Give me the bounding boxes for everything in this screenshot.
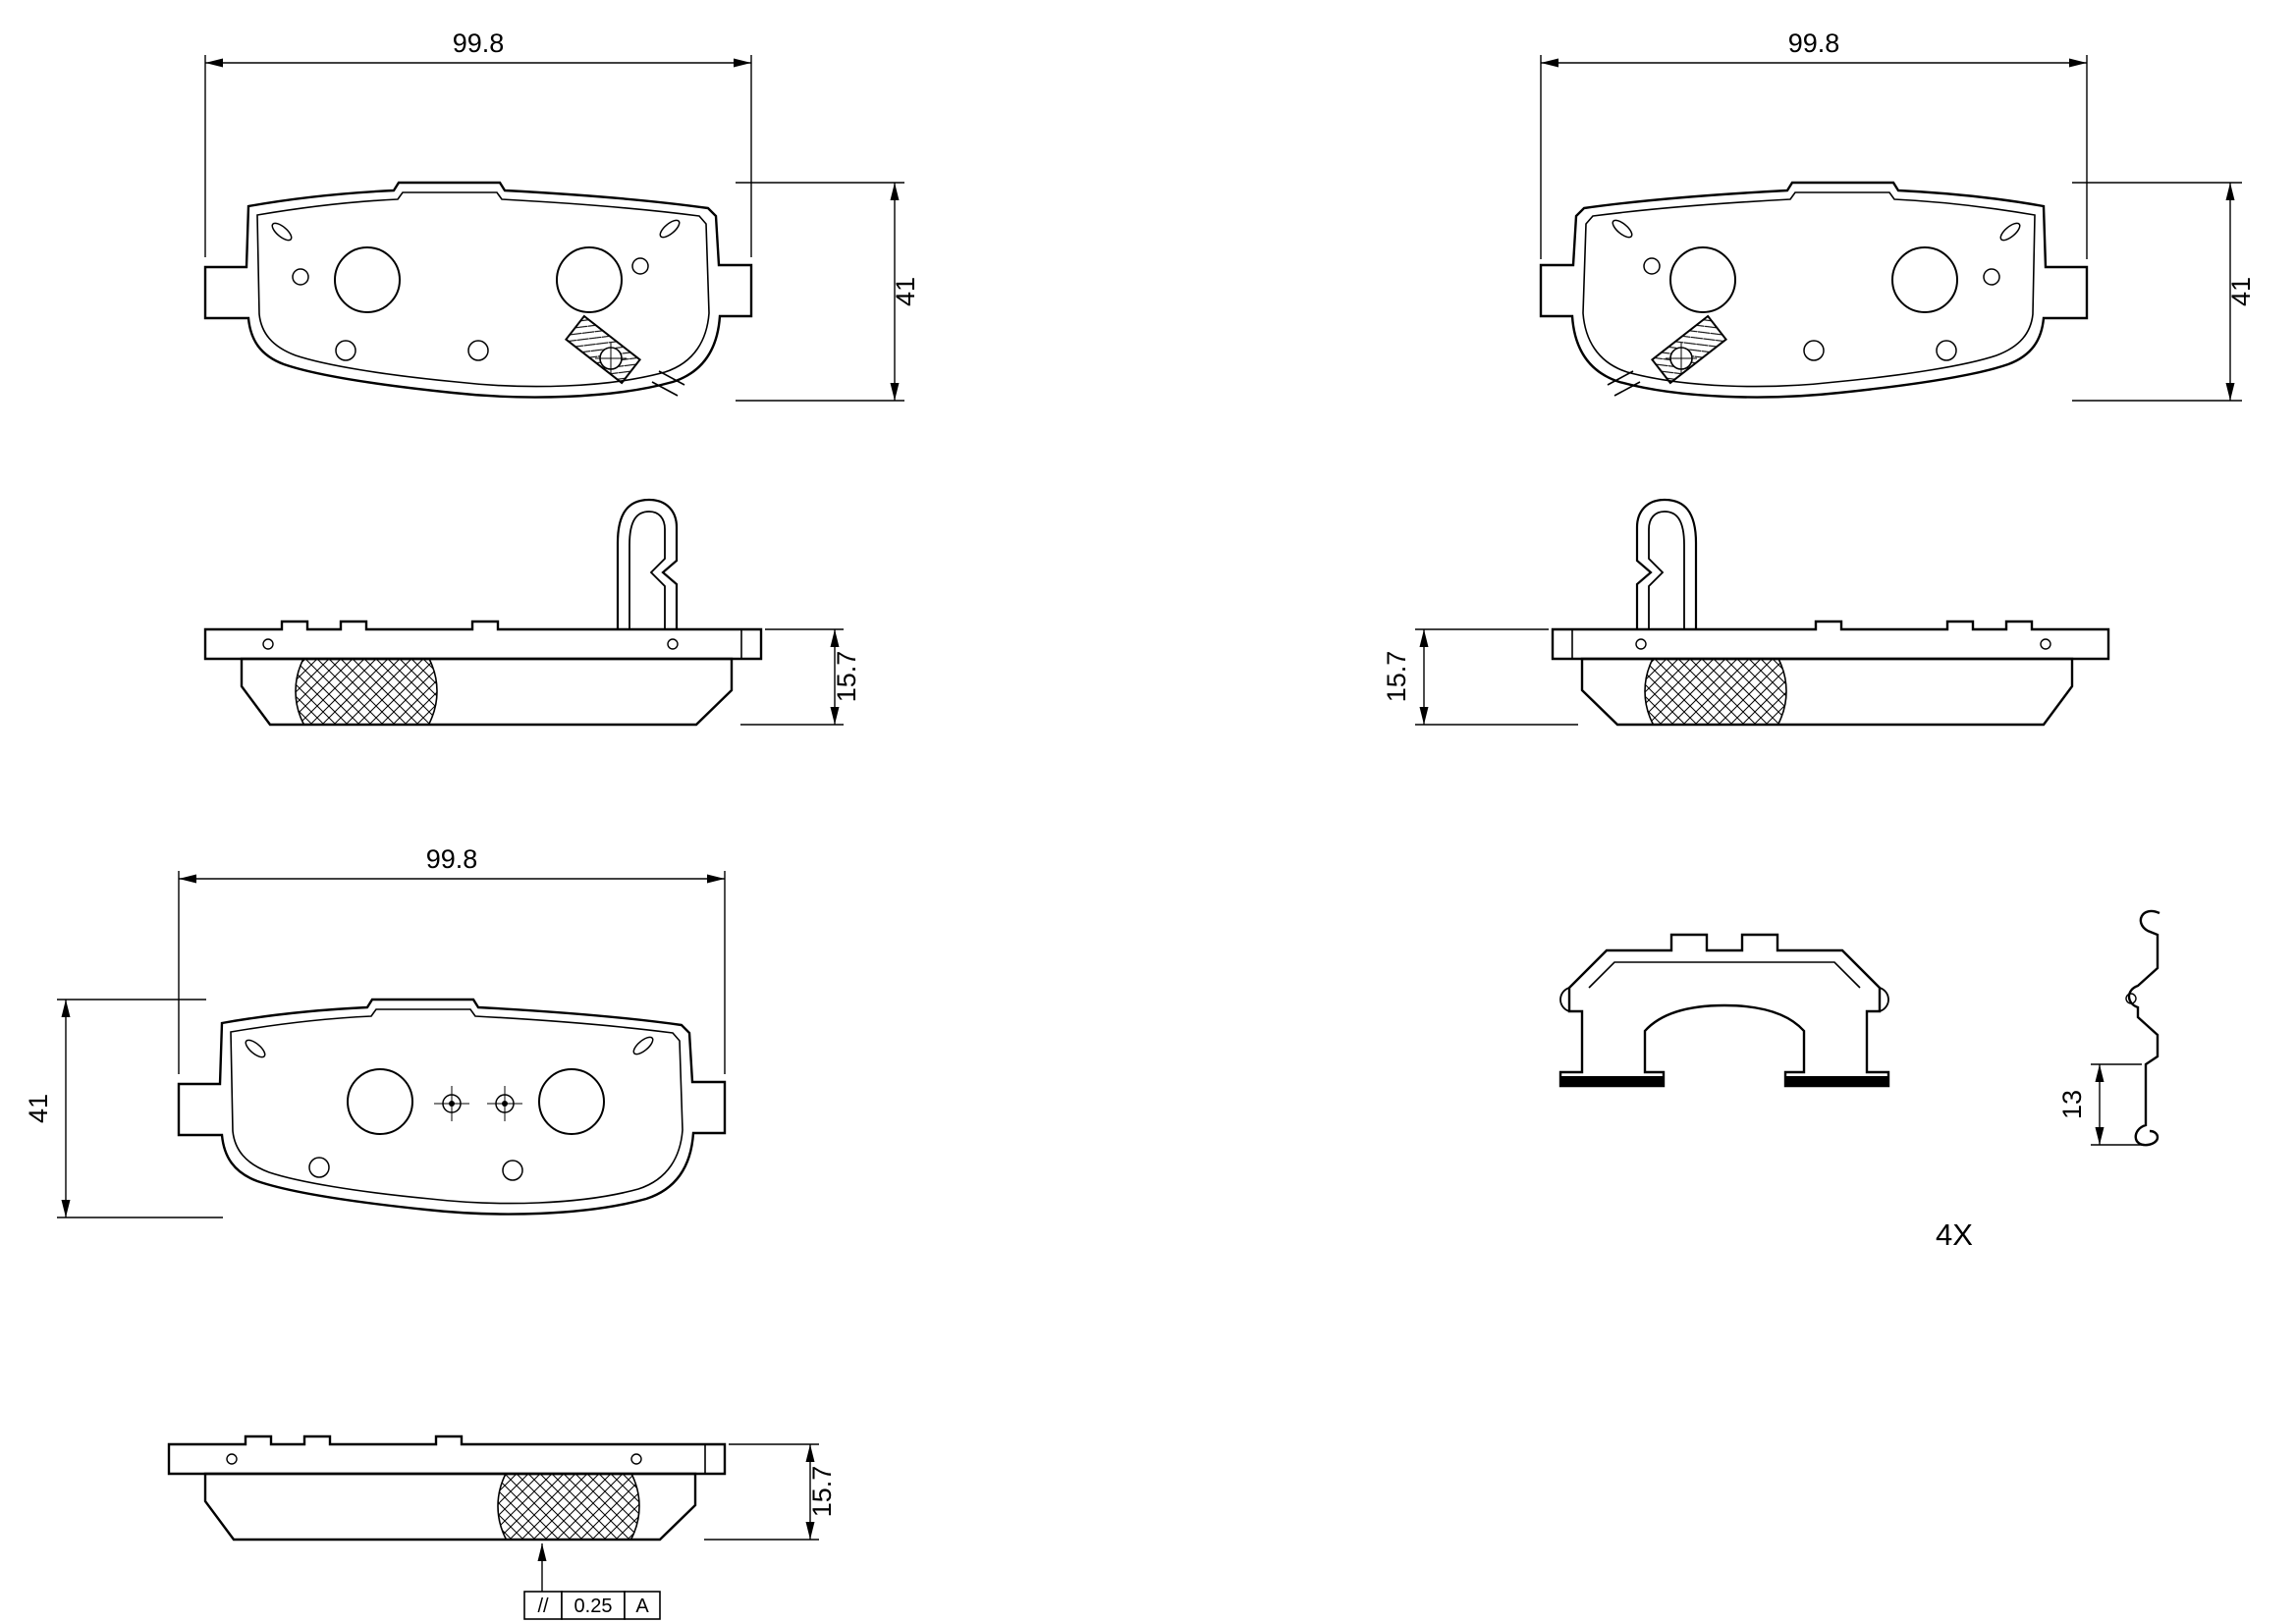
dimension-width: 99.8: [1540, 28, 2088, 259]
clip-hole: [2125, 993, 2137, 1004]
pad-holes: [1612, 219, 2021, 361]
side-profile: [167, 1434, 727, 1542]
feature-control-frame: // 0.25 A: [523, 1543, 661, 1620]
hardware-quantity-label: 4X: [1936, 1217, 1973, 1252]
tolerance-symbol: //: [537, 1596, 549, 1617]
dimension-width: 99.8: [178, 844, 726, 1074]
dimension-thickness: 15.7: [740, 628, 861, 726]
friction-section-hatch: [497, 1474, 640, 1540]
wear-indicator: [1607, 314, 1728, 397]
wear-clip-icon: [1635, 498, 1698, 631]
dimension-height: 41: [736, 182, 920, 402]
view-hardware-clip-side: 13: [2057, 909, 2160, 1147]
view-pad-side-mid-left: 15.7: [203, 498, 861, 727]
view-pad-front-top-left: 99.8 41: [203, 28, 920, 402]
friction-section-hatch: [1644, 659, 1787, 725]
datum-target-points: [434, 1086, 522, 1121]
side-profile: [1551, 620, 2110, 727]
dim-height-label: 41: [2226, 277, 2256, 306]
dim-width-label: 99.8: [453, 28, 505, 58]
dim-thickness-label: 15.7: [1382, 651, 1411, 703]
clip-foot-left: [1560, 1076, 1664, 1086]
side-profile: [203, 620, 763, 727]
view-hardware-clip-front: [1558, 933, 1890, 1088]
dimension-thickness: 15.7: [704, 1443, 837, 1541]
dim-width-label: 99.8: [426, 844, 478, 874]
clip-outline: [1558, 933, 1890, 1088]
dim-thickness-label: 15.7: [832, 651, 861, 703]
wear-indicator: [564, 314, 685, 397]
dim-height-label: 41: [24, 1094, 53, 1123]
dim-width-label: 99.8: [1788, 28, 1840, 58]
dim-height-label: 41: [891, 277, 920, 306]
dim-clip-height-label: 13: [2057, 1090, 2087, 1119]
tolerance-value: 0.25: [574, 1596, 613, 1617]
pad-outline: [203, 181, 753, 399]
friction-section-hatch: [295, 659, 438, 725]
pad-outline: [1539, 181, 2089, 399]
view-pad-side-mid-right: 15.7: [1382, 498, 2110, 727]
clip-side-profile: [2127, 909, 2160, 1147]
pad-holes: [271, 219, 681, 361]
clip-inner-line: [1588, 961, 1861, 989]
dimension-clip-height: 13: [2057, 1063, 2142, 1146]
tolerance-datum: A: [635, 1596, 649, 1617]
wear-clip-icon: [616, 498, 679, 631]
view-pad-side-bottom: 15.7 // 0.25 A: [167, 1434, 837, 1620]
dimension-width: 99.8: [204, 28, 752, 257]
pad-holes: [245, 1036, 654, 1181]
clip-side-hooks: [1559, 987, 1889, 1012]
dimension-thickness: 15.7: [1382, 628, 1578, 726]
dimension-height: 41: [24, 999, 223, 1218]
view-pad-front-top-right: 99.8 41: [1539, 28, 2256, 402]
dimension-height: 41: [2072, 182, 2256, 402]
view-pad-front-bottom-left: 99.8 41: [24, 844, 727, 1218]
clip-foot-right: [1785, 1076, 1888, 1086]
dim-thickness-label: 15.7: [807, 1466, 837, 1518]
